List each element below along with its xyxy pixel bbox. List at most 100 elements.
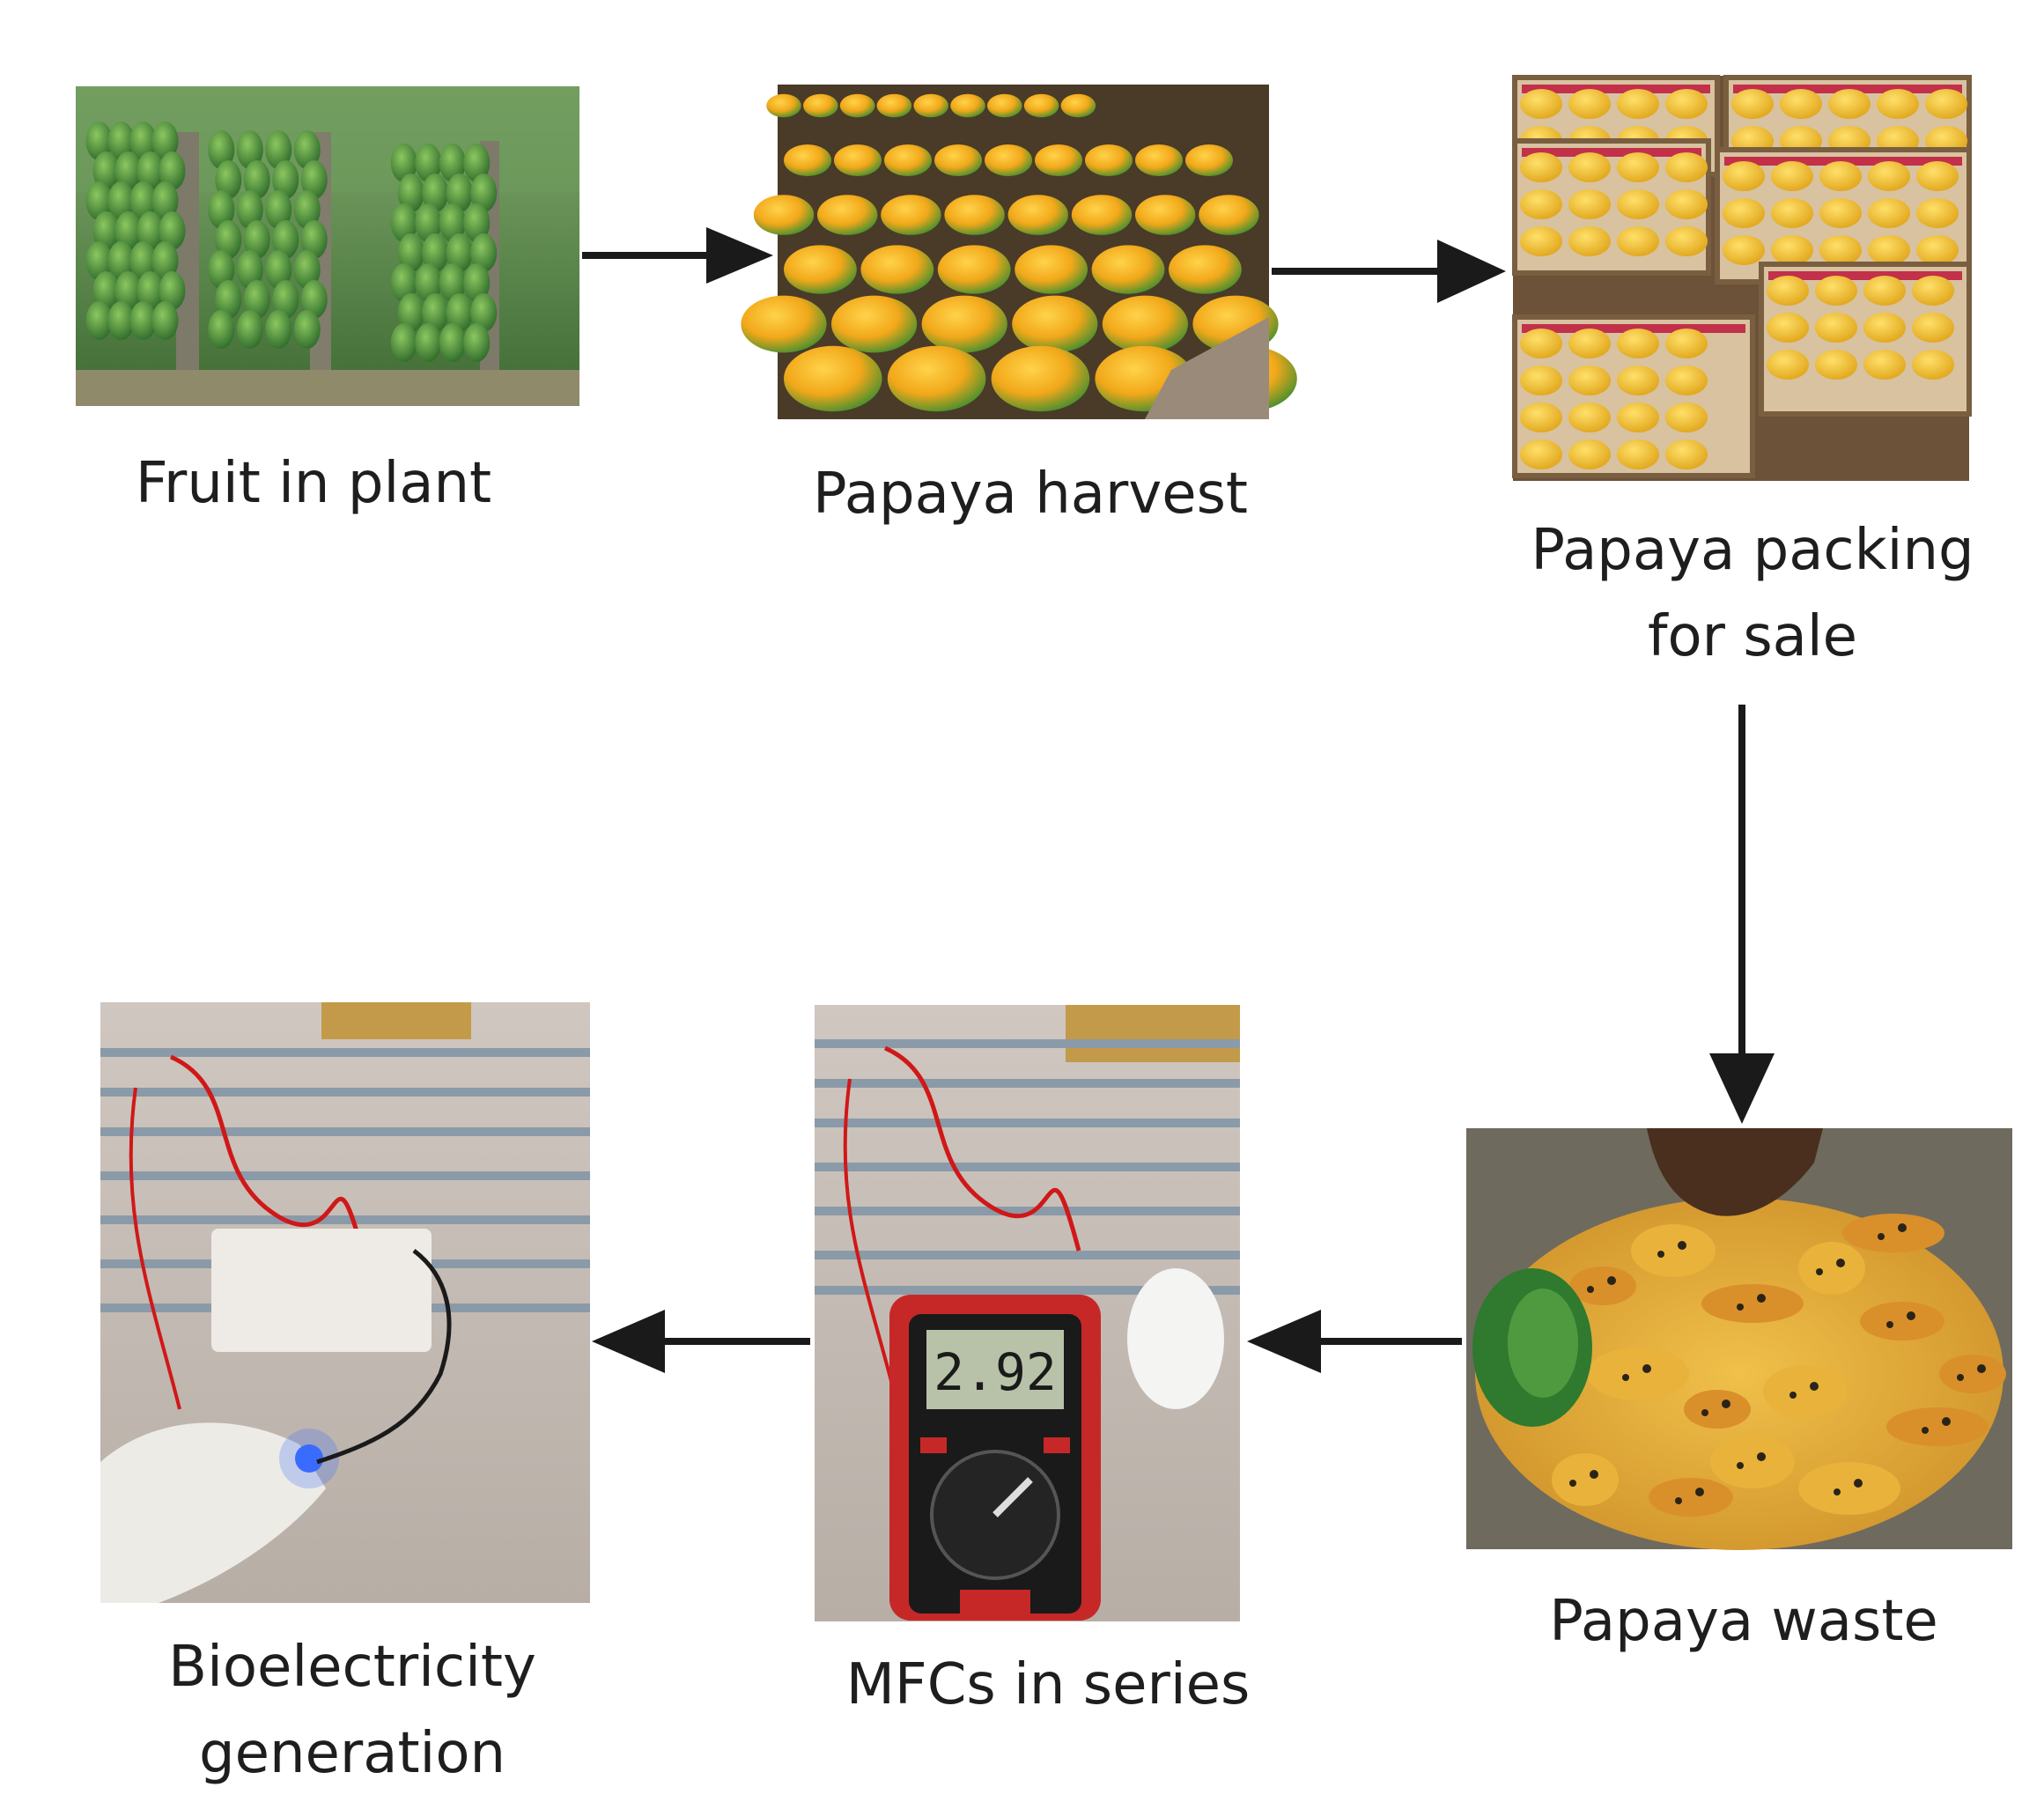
papaya-fruit — [1568, 439, 1611, 469]
papaya-peel — [1798, 1242, 1865, 1295]
papaya-fruit — [1015, 245, 1088, 294]
papaya-fruit — [243, 280, 270, 319]
papaya-fruit — [390, 323, 417, 362]
papaya-fruit — [1819, 198, 1862, 228]
arrow-left-icon — [1247, 1310, 1462, 1373]
papaya-fruit — [85, 122, 113, 160]
papaya-fruit — [114, 211, 142, 250]
bioelectricity-generation-photo — [100, 1002, 590, 1603]
papaya-fruit — [1868, 198, 1910, 228]
papaya-fruit — [208, 130, 235, 169]
papaya-fruit — [1731, 89, 1774, 119]
threaded-rod — [815, 1079, 1240, 1088]
papaya-fruit — [1665, 402, 1708, 432]
papaya-fruit — [159, 211, 186, 250]
papaya-fruit — [1665, 226, 1708, 256]
papaya-fruit — [272, 220, 299, 259]
papaya-fruit — [1617, 402, 1659, 432]
papaya-fruit — [753, 195, 815, 235]
papaya-fruit — [860, 245, 934, 294]
papaya-fruit — [1035, 144, 1082, 176]
threaded-rod — [815, 1286, 1240, 1295]
papaya-fruit — [446, 293, 473, 332]
threaded-rod — [100, 1127, 590, 1136]
papaya-fruit — [1617, 226, 1659, 256]
papaya-fruit — [1815, 313, 1857, 343]
papaya-fruit — [463, 263, 491, 302]
papaya-fruit — [1815, 350, 1857, 380]
papaya-fruit — [265, 130, 292, 169]
papaya-fruit — [92, 151, 120, 190]
papaya-fruit — [921, 295, 1007, 353]
papaya-fruit — [397, 233, 424, 272]
papaya-fruit — [272, 160, 299, 199]
papaya-fruit — [1912, 350, 1954, 380]
papaya-fruit — [944, 195, 1005, 235]
papaya-fruit — [1819, 235, 1862, 265]
papaya-peel — [1886, 1407, 1989, 1446]
papaya-peel — [1798, 1462, 1900, 1515]
papaya-fruit — [934, 144, 982, 176]
papaya-fruit — [1071, 195, 1133, 235]
papaya-fruit — [1568, 226, 1611, 256]
papaya-fruit — [390, 144, 417, 182]
papaya-fruit — [985, 144, 1032, 176]
papaya-fruit — [1863, 276, 1906, 306]
papaya-fruit — [831, 295, 918, 353]
papaya-fruit — [137, 211, 164, 250]
papaya-fruit — [300, 280, 328, 319]
papaya-fruit — [1169, 245, 1242, 294]
papaya-fruit — [1520, 366, 1562, 395]
papaya-fruit — [1916, 198, 1959, 228]
papaya-fruit — [1916, 161, 1959, 191]
papaya-packing-photo — [1512, 75, 1972, 481]
papaya-fruit — [463, 323, 491, 362]
red-wire — [883, 1045, 1081, 1252]
papaya-fruit — [85, 241, 113, 280]
multimeter-reading: 2.92 — [933, 1342, 1057, 1402]
papaya-fruit — [208, 190, 235, 229]
papaya-peel — [1763, 1365, 1848, 1418]
papaya-fruit — [300, 160, 328, 199]
papaya-fruit — [766, 93, 801, 118]
threaded-rod — [815, 1251, 1240, 1259]
papaya-fruit — [397, 174, 424, 212]
papaya-fruit — [1012, 295, 1098, 353]
threaded-rod — [100, 1215, 590, 1224]
papaya-fruit — [265, 310, 292, 349]
papaya-fruit — [1828, 89, 1871, 119]
papaya-fruit — [784, 345, 882, 412]
papaya-fruit — [1568, 402, 1611, 432]
papaya-fruit — [1780, 89, 1822, 119]
papaya-fruit — [151, 301, 179, 340]
papaya-fruit — [1568, 189, 1611, 219]
papaya-fruit — [151, 181, 179, 220]
papaya-fruit — [784, 245, 857, 294]
papaya-fruit — [137, 151, 164, 190]
papaya-fruit — [293, 130, 321, 169]
papaya-fruit — [1091, 245, 1165, 294]
papaya-fruit — [1863, 350, 1906, 380]
papaya-peel — [1939, 1355, 2006, 1393]
papaya-fruit — [937, 245, 1011, 294]
papaya-fruit — [1520, 439, 1562, 469]
papaya-fruit — [236, 250, 263, 289]
papaya-fruit — [887, 345, 986, 412]
papaya-fruit — [1665, 439, 1708, 469]
papaya-fruit — [107, 301, 135, 340]
papaya-fruit — [1520, 226, 1562, 256]
papaya-fruit — [1568, 89, 1611, 119]
papaya-fruit — [415, 263, 442, 302]
papaya-peel — [1860, 1302, 1944, 1340]
threaded-rod — [815, 1039, 1240, 1048]
papaya-fruit — [839, 93, 875, 118]
papaya-fruit — [415, 144, 442, 182]
papaya-fruit — [1023, 93, 1059, 118]
multimeter: 2.92 — [889, 1295, 1101, 1621]
papaya-fruit — [1819, 161, 1862, 191]
papaya-fruit — [159, 151, 186, 190]
papaya-fruit — [834, 144, 882, 176]
arrow-left-icon — [592, 1310, 810, 1373]
threaded-rod — [815, 1163, 1240, 1171]
papaya-fruit — [151, 122, 179, 160]
